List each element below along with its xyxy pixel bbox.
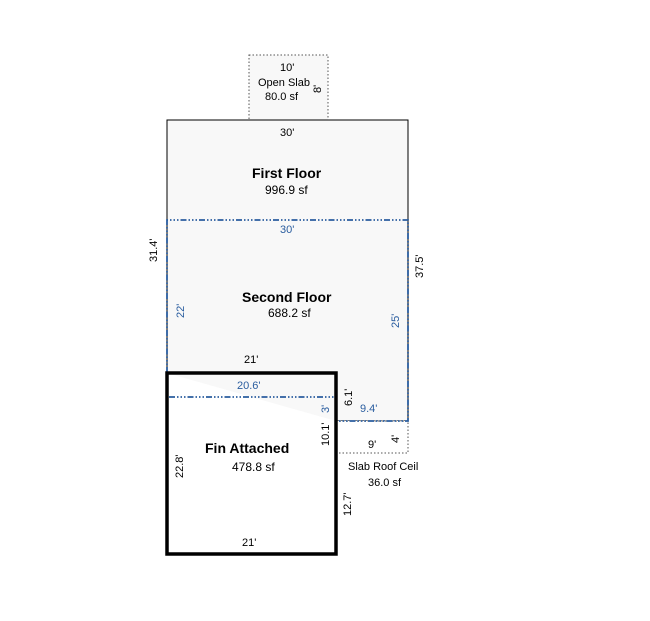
open-slab-side-dim: 8' — [312, 84, 324, 93]
fin-attached-outline — [165, 371, 338, 556]
open-slab-area: 80.0 sf — [265, 91, 299, 103]
fin-attached-name: Fin Attached — [205, 440, 290, 456]
slab-roof-ceil-area: 36.0 sf — [368, 477, 402, 489]
slab-roof-ceil-side-dim: 4' — [390, 434, 402, 443]
slab-roof-ceil-top-dim: 9' — [368, 439, 377, 451]
fin-attached-bottom-dim: 21' — [242, 537, 257, 549]
first-floor-right-dim: 37.5' — [414, 254, 426, 278]
fin-attached-right-upper-dim: 10.1' — [320, 422, 332, 446]
fin-attached-top-dim: 20.6' — [237, 380, 261, 392]
second-floor-short-dim: 6.1' — [343, 388, 355, 406]
second-floor-right-dim: 25' — [390, 313, 402, 328]
second-floor-outline — [166, 219, 409, 422]
open-slab-top-dim: 10' — [280, 62, 295, 74]
slab-roof-ceil-name: Slab Roof Ceil — [348, 461, 419, 473]
first-floor-left-dim: 31.4' — [148, 238, 160, 262]
fin-attached-left-dim: 22.8' — [174, 454, 186, 478]
open-slab-name: Open Slab — [258, 77, 310, 89]
second-floor-area: 688.2 sf — [268, 306, 311, 320]
first-floor-name: First Floor — [252, 165, 322, 181]
fin-attached-area: 478.8 sf — [232, 460, 275, 474]
second-floor-notch-dim: 3' — [320, 404, 332, 413]
second-floor-name: Second Floor — [242, 289, 332, 305]
first-floor-area: 996.9 sf — [265, 183, 308, 197]
first-floor-top-dim: 30' — [280, 127, 295, 139]
second-floor-left-dim: 22' — [175, 303, 187, 318]
second-floor-bottom-dim: 21' — [244, 354, 259, 366]
second-floor-step-dim: 9.4' — [360, 403, 378, 415]
open-slab-outline — [248, 54, 329, 121]
fin-attached-right-lower-dim: 12.7' — [342, 492, 354, 516]
second-floor-top-dim: 30' — [280, 224, 295, 236]
